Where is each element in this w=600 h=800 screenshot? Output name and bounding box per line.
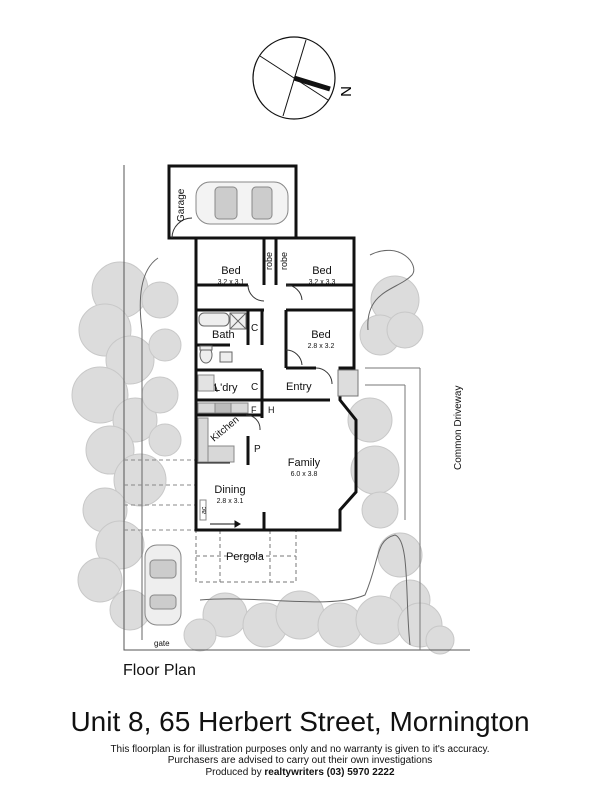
label-entry: Entry (286, 381, 312, 393)
label-pergola: Pergola (226, 551, 265, 563)
entry-stoop (337, 369, 359, 397)
site-boundary (123, 165, 470, 651)
house-walls (194, 236, 358, 532)
label-c2: C (251, 382, 258, 393)
label-dining-size: 2.8 x 3.1 (217, 498, 244, 505)
label-p: P (254, 444, 261, 455)
car-garage-icon (195, 181, 289, 225)
trees-bottom (183, 590, 455, 655)
path-curve-bottom (199, 534, 411, 646)
label-robe2: robe (279, 252, 289, 270)
garage-door-arc (171, 217, 193, 239)
label-gate: gate (154, 639, 170, 648)
label-family: Family (288, 457, 321, 469)
label-kitchen: Kitchen (209, 414, 242, 444)
label-h: H (268, 405, 275, 415)
disclaimer-line-2: Purchasers are advised to carry out thei… (167, 755, 433, 766)
compass-icon (252, 36, 336, 120)
label-common-driveway: Common Driveway (453, 386, 464, 470)
door-swings (204, 284, 333, 431)
path-curve-left (139, 257, 159, 640)
trees-right (347, 275, 431, 621)
label-robe1: robe (264, 252, 274, 270)
bath-fixtures (198, 312, 247, 364)
compass-north-label: N (337, 86, 354, 97)
disclaimer-line-1: This floorplan is for illustration purpo… (110, 744, 490, 755)
label-bed1-size: 3.2 x 3.1 (218, 279, 245, 286)
label-f: F (251, 405, 257, 415)
brand-name: realtywriters (264, 767, 324, 778)
label-dining: Dining (214, 484, 245, 496)
label-bed3: Bed (311, 329, 331, 341)
label-bath: Bath (212, 329, 235, 341)
path-curve-right (367, 249, 415, 331)
produced-by-text: Produced by (205, 767, 265, 778)
car-bottom-icon (144, 544, 182, 626)
address-title: Unit 8, 65 Herbert Street, Mornington (70, 706, 530, 737)
kitchen-fixtures (197, 374, 249, 521)
label-c1: C (251, 323, 258, 334)
label-ac: ac (201, 506, 208, 514)
label-family-size: 6.0 x 3.8 (291, 471, 318, 478)
brand-phone: (03) 5970 2222 (323, 767, 395, 778)
step-arrow-icon (210, 520, 241, 528)
floor-plan-label: Floor Plan (123, 662, 196, 679)
label-bed2-size: 3.2 x 3.3 (309, 279, 336, 286)
label-bed1: Bed (221, 265, 241, 277)
label-bed2: Bed (312, 265, 332, 277)
parking-area (124, 459, 196, 531)
label-ldry: L'dry (214, 382, 238, 394)
disclaimer-line-3: Produced by realtywriters (03) 5970 2222 (0, 767, 600, 779)
label-garage: Garage (176, 188, 187, 222)
label-bed3-size: 2.8 x 3.2 (308, 343, 335, 350)
